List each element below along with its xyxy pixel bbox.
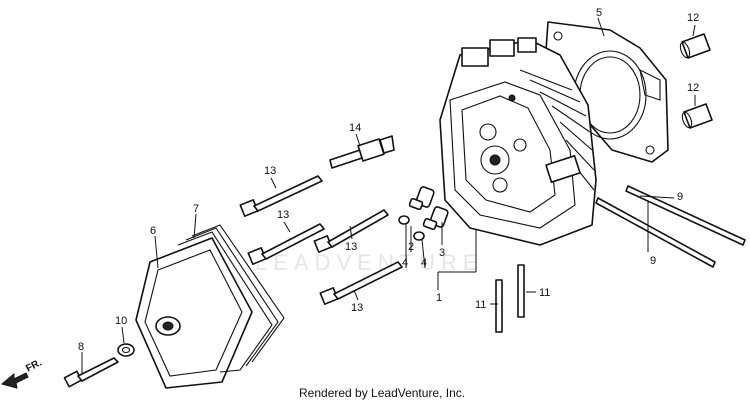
callout-8: 8 xyxy=(78,341,84,353)
front-arrow: FR. xyxy=(0,357,44,389)
valve-guide-in[interactable] xyxy=(408,186,435,211)
valve-guide-ex[interactable] xyxy=(422,206,449,231)
flange-bolt-d[interactable] xyxy=(319,261,403,305)
leader-lines xyxy=(81,17,696,374)
sealing-washer[interactable] xyxy=(117,343,135,357)
render-credit: Rendered by LeadVenture, Inc. xyxy=(299,386,465,400)
callout-4b: 4 xyxy=(421,257,427,269)
flange-bolt-c[interactable] xyxy=(313,209,389,253)
callout-14: 14 xyxy=(349,122,361,134)
callout-3: 3 xyxy=(439,247,445,259)
callout-13b: 13 xyxy=(277,209,289,221)
callout-11a: 11 xyxy=(475,299,486,311)
callout-9b: 9 xyxy=(650,255,656,267)
callout-12a: 12 xyxy=(687,12,699,24)
callout-1: 1 xyxy=(436,292,442,304)
valve-cover-gasket[interactable] xyxy=(177,224,285,373)
callout-6: 6 xyxy=(150,225,156,237)
callout-13c: 13 xyxy=(345,241,357,253)
cylinder-head[interactable] xyxy=(439,37,597,246)
callout-5: 5 xyxy=(596,7,602,19)
callout-13a: 13 xyxy=(264,165,276,177)
stud-bolt-short-b[interactable] xyxy=(517,264,525,318)
callout-7: 7 xyxy=(193,203,199,215)
clip-b[interactable] xyxy=(413,231,425,241)
cover-bolt[interactable] xyxy=(63,357,119,388)
dowel-pin-b[interactable] xyxy=(681,103,713,129)
front-label: FR. xyxy=(24,357,44,374)
callout-9a: 9 xyxy=(677,191,683,203)
flange-bolt-b[interactable] xyxy=(247,223,325,265)
stud-bolt-short-a[interactable] xyxy=(495,279,503,333)
spark-plug[interactable] xyxy=(329,135,395,169)
callout-4a: 4 xyxy=(402,257,408,269)
watermark-text: LEADVENTURE xyxy=(255,250,484,275)
clip-a[interactable] xyxy=(398,215,410,225)
flange-bolt-a[interactable] xyxy=(239,175,323,217)
stud-bolt-long-b[interactable] xyxy=(595,197,716,268)
callout-10: 10 xyxy=(115,315,127,327)
callout-12b: 12 xyxy=(687,82,699,94)
dowel-pin-a[interactable] xyxy=(679,33,711,59)
callout-11b: 11 xyxy=(539,287,550,299)
stud-bolt-long-a[interactable] xyxy=(625,185,746,246)
valve-cover[interactable] xyxy=(135,237,253,389)
callout-13d: 13 xyxy=(351,302,363,314)
callout-2: 2 xyxy=(408,241,414,253)
